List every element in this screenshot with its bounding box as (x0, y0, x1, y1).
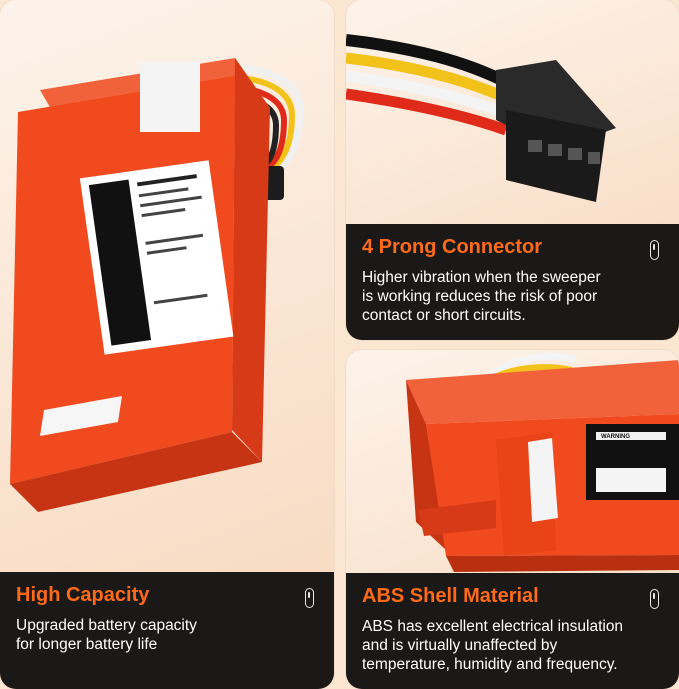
caption-4-prong-connector: 4 Prong Connector Higher vibration when … (346, 224, 679, 340)
connector-illustration (346, 34, 616, 202)
panel-abs-shell: WARNING ABS Shell Material ABS has excel… (346, 350, 679, 689)
caption-title: 4 Prong Connector (362, 236, 543, 258)
caption-line: ABS has excellent electrical insulation (362, 618, 624, 635)
caption-line: and is virtually unaffected by (362, 637, 558, 654)
caption-line: for longer battery life (16, 636, 158, 653)
caption-high-capacity: High Capacity Upgraded battery capacity … (0, 572, 334, 689)
caption-line: Higher vibration when the sweeper (362, 269, 601, 286)
caption-line: contact or short circuits. (362, 307, 526, 324)
caption-title: High Capacity (16, 584, 150, 606)
label-warning: WARNING (601, 434, 630, 440)
caption-line: is working reduces the risk of poor (362, 288, 598, 305)
toggle-icon[interactable] (650, 589, 659, 609)
panel-4-prong-connector: 4 Prong Connector Higher vibration when … (346, 0, 679, 340)
battery-illustration (10, 58, 304, 512)
panel-high-capacity: High Capacity Upgraded battery capacity … (0, 0, 334, 689)
toggle-icon[interactable] (650, 240, 659, 260)
caption-title: ABS Shell Material (362, 585, 539, 607)
caption-line: Upgraded battery capacity (16, 617, 197, 634)
shell-illustration: WARNING (406, 352, 679, 572)
caption-abs-shell: ABS Shell Material ABS has excellent ele… (346, 573, 679, 689)
caption-line: temperature, humidity and frequency. (362, 656, 618, 673)
toggle-icon[interactable] (305, 588, 314, 608)
